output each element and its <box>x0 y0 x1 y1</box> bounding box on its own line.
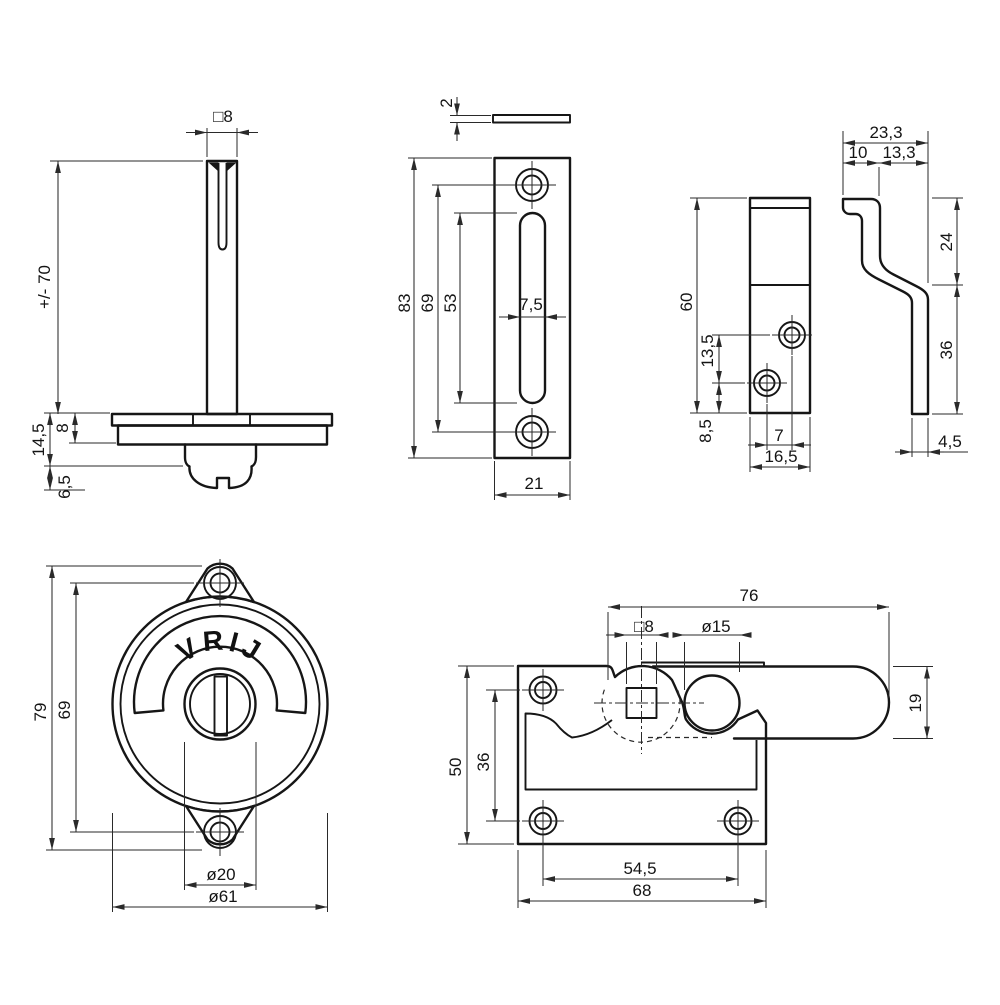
pivot-boss <box>683 674 741 732</box>
dim-bracket-hole-bottom: 8,5 <box>696 419 715 443</box>
bracket-side-profile <box>841 197 930 416</box>
dim-spindle-square: □8 <box>213 107 233 126</box>
bracket-side-dimensions: 23,3 10 13,3 24 36 4,5 <box>842 123 968 457</box>
dim-profile-thickness: 4,5 <box>938 432 962 451</box>
dim-profile-right: 13,3 <box>882 143 915 162</box>
view-bracket-front: 60 13,5 8,5 7 16,5 <box>677 196 813 472</box>
spindle-outline <box>110 159 334 490</box>
dim-latch-pivot: ø15 <box>701 617 730 636</box>
dim-profile-left: 10 <box>849 143 868 162</box>
dim-keep-width: 21 <box>525 474 544 493</box>
turn-knob <box>183 667 257 741</box>
dim-rosette-knob: ø20 <box>206 865 235 884</box>
latch-dimensions: 76 □8 ø15 19 50 36 54,5 68 <box>446 586 933 908</box>
dim-keep-slot-length: 53 <box>441 294 460 313</box>
dim-latch-arm-height: 19 <box>906 694 925 713</box>
latch-plate-recess <box>524 712 758 791</box>
dim-spindle-plate: 8 <box>53 423 72 432</box>
indicator-window <box>132 614 308 715</box>
dim-spindle-length: +/- 70 <box>35 265 54 309</box>
latch-plate-outline <box>516 664 768 846</box>
dim-latch-plate-width: 68 <box>633 881 652 900</box>
view-spindle: □8 +/- 70 14,5 8 6,5 <box>29 107 334 499</box>
dim-rosette-diameter: ø61 <box>208 887 237 906</box>
rosette-plate-edge <box>110 412 334 427</box>
dim-profile-lower: 36 <box>937 341 956 360</box>
dim-bracket-hole-spacing: 7 <box>774 426 783 445</box>
dim-keep-thickness: 2 <box>437 98 456 107</box>
dim-keep-slot-width: 7,5 <box>519 295 543 314</box>
dim-latch-hole-horizontal: 54,5 <box>623 859 656 878</box>
dim-latch-square: □8 <box>634 617 654 636</box>
view-keep-plate: 2 83 69 53 7,5 21 <box>395 97 572 500</box>
dim-latch-plate-height: 50 <box>446 758 465 777</box>
knob-slot <box>213 675 228 737</box>
dim-bracket-width: 16,5 <box>764 447 797 466</box>
view-latch: 76 □8 ø15 19 50 36 54,5 68 <box>446 586 933 908</box>
dim-bracket-hole-offset: 13,5 <box>698 334 717 367</box>
dim-rosette-holes: 69 <box>55 701 74 720</box>
spindle-slit <box>217 163 228 251</box>
keep-plate-slot <box>518 211 547 405</box>
keep-plate-dimensions: 83 69 53 7,5 21 <box>395 157 571 500</box>
dim-profile-upper: 24 <box>937 233 956 252</box>
dim-profile-total: 23,3 <box>869 123 902 142</box>
latch-top-strip <box>641 661 765 667</box>
keep-plate-edge <box>492 114 571 124</box>
indicator-text: VRIJ <box>171 624 269 668</box>
bracket-front-outline <box>748 196 812 415</box>
disc-edge <box>116 424 329 446</box>
release-knob <box>183 443 258 490</box>
keep-plate-face <box>493 156 572 460</box>
spindle-dimensions: □8 +/- 70 14,5 8 6,5 <box>29 107 258 499</box>
dim-latch-length: 76 <box>740 586 759 605</box>
rosette-dimensions: 79 69 ø20 ø61 <box>31 565 328 912</box>
dim-bracket-height: 60 <box>677 293 696 312</box>
dim-spindle-knob: 6,5 <box>55 475 74 499</box>
dim-spindle-flange: 14,5 <box>29 423 48 456</box>
dim-keep-holes: 69 <box>418 294 437 313</box>
dim-latch-hole-vertical: 36 <box>474 753 493 772</box>
dim-keep-height: 83 <box>395 294 414 313</box>
view-rosette: VRIJ 79 69 ø20 ø61 <box>31 558 329 912</box>
latch-arm <box>651 665 891 740</box>
dim-rosette-height: 79 <box>31 703 50 722</box>
bracket-front-dimensions: 60 13,5 8,5 7 16,5 <box>677 197 811 472</box>
view-bracket-side: 23,3 10 13,3 24 36 4,5 <box>841 123 968 457</box>
